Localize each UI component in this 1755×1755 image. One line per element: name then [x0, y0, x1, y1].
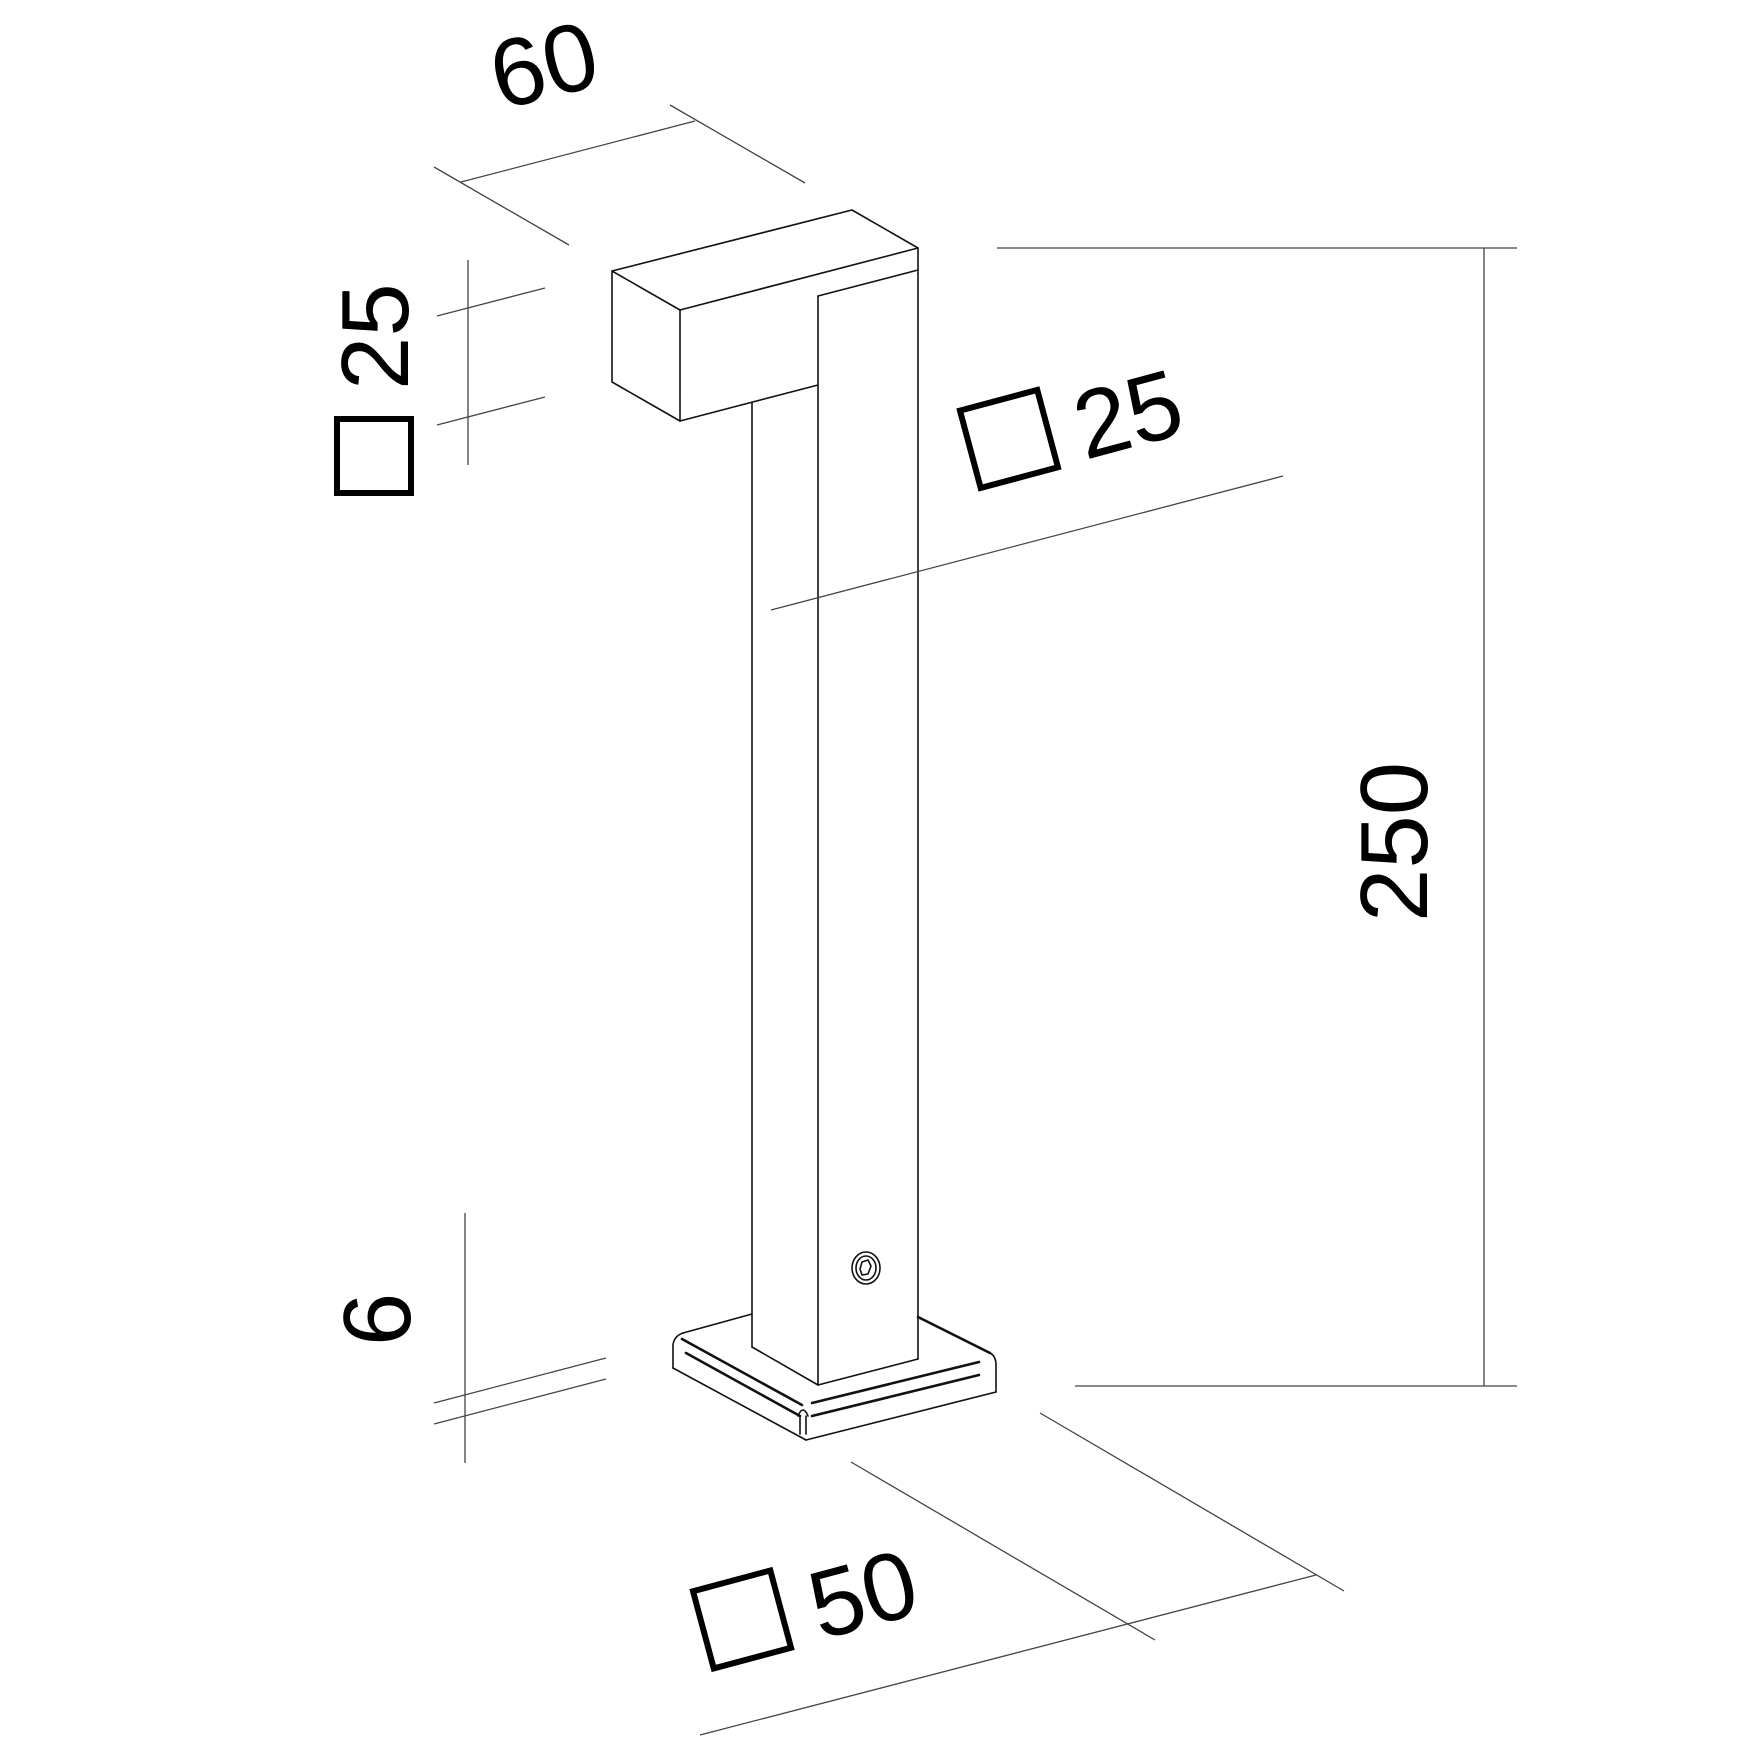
hex-screw-icon	[851, 1251, 881, 1285]
square-icon	[689, 1566, 795, 1673]
dimension-base-size	[699, 1412, 1345, 1736]
square-icon	[334, 416, 414, 496]
lamp-head	[611, 209, 919, 422]
dimension-label-head-height: 25	[322, 283, 429, 496]
base-plate	[672, 1313, 997, 1441]
svg-text:25: 25	[322, 283, 429, 390]
svg-text:25: 25	[1063, 349, 1194, 480]
dimension-head-length	[433, 104, 806, 246]
dimension-label-base-thickness: 6	[324, 1293, 431, 1346]
dimension-head-height	[436, 260, 546, 465]
svg-text:50: 50	[798, 1529, 929, 1660]
dimension-label-post-section: 25	[956, 349, 1194, 492]
dimension-base-thickness	[433, 1213, 607, 1463]
dimension-label-base-size: 50	[689, 1529, 929, 1673]
dimension-label-head-length: 60	[479, 1, 608, 131]
square-icon	[956, 386, 1062, 492]
dimension-total-height	[997, 247, 1517, 1387]
post	[751, 247, 919, 1386]
dimension-post-section	[770, 475, 1284, 611]
dimension-label-total-height: 250	[1341, 762, 1448, 922]
